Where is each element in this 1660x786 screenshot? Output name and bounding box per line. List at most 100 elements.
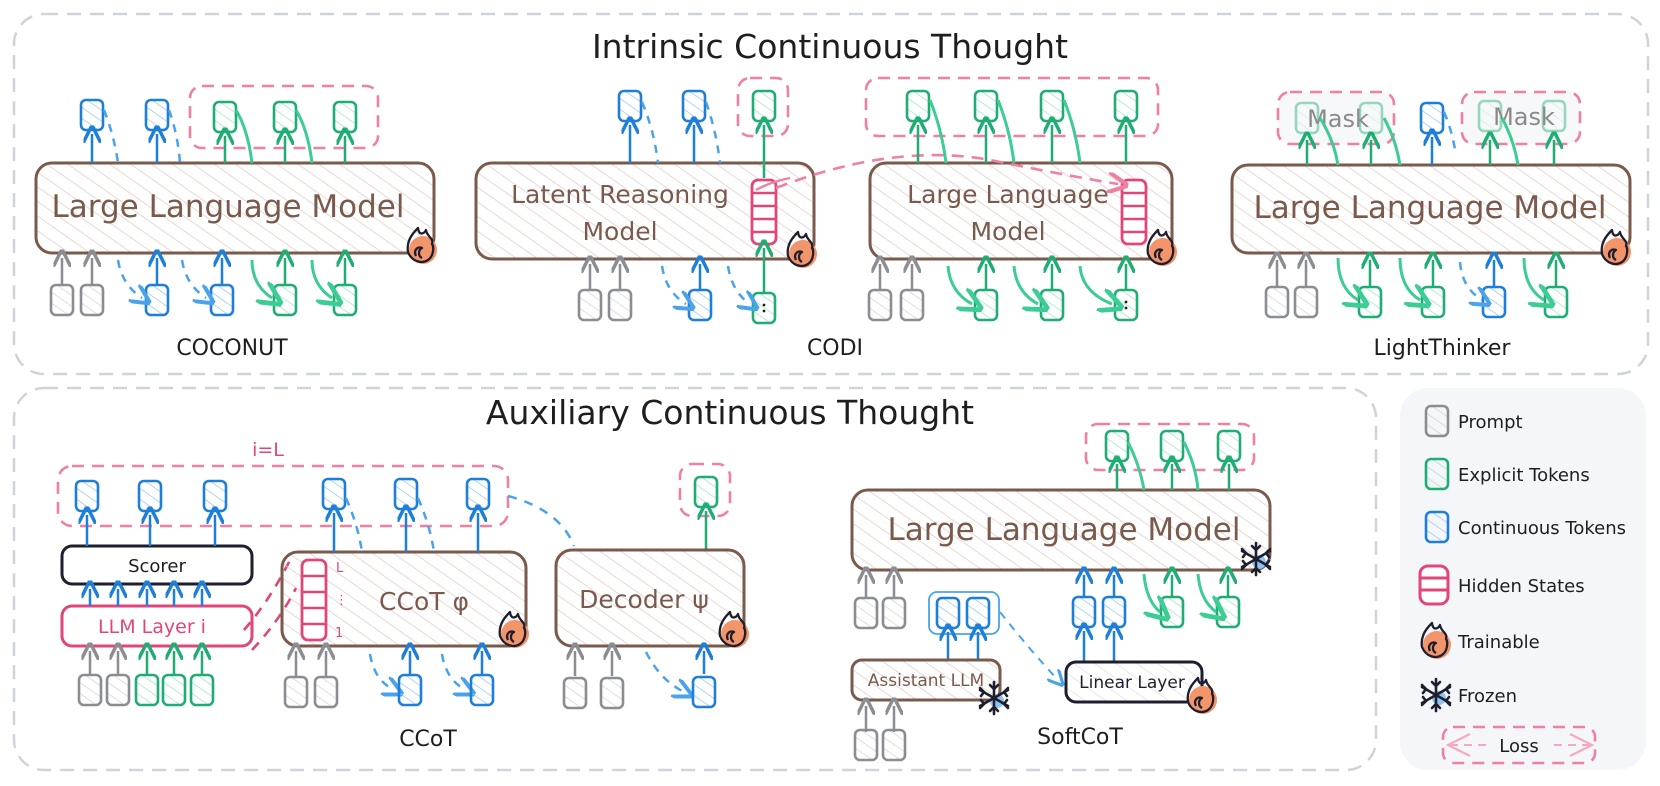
prompt-token [899, 288, 925, 322]
assistant-llm-box [850, 658, 1002, 702]
hidden-states-icon [1120, 178, 1148, 246]
llm-layer-label: LLM Layer i [98, 616, 206, 638]
continuous-token [74, 479, 100, 513]
layer-index-label: i=L [252, 439, 284, 461]
hidden-index-mid: ⋮ [335, 593, 348, 608]
continuous-token [144, 283, 170, 317]
codi-teacher-model-label: Model [582, 217, 657, 246]
explicit-token [1159, 595, 1185, 629]
continuous-token [1481, 285, 1507, 319]
continuous-token [687, 288, 713, 322]
decoder-model-box [554, 548, 746, 648]
coconut-diagram: Large Language Model [34, 84, 439, 361]
svg-text:Hidden States: Hidden States [1458, 576, 1585, 597]
mask-label: Mask [1493, 103, 1555, 131]
ccot-diagram: i=L Scorer LLM Layer i [56, 439, 751, 752]
legend-item-hidden-states: Hidden States [1418, 564, 1585, 606]
prompt-token [1264, 285, 1290, 319]
continuous-token [1101, 595, 1127, 629]
softcot-caption: SoftCoT [1037, 725, 1123, 750]
coconut-caption: COCONUT [176, 336, 288, 361]
hidden-index-bottom: 1 [335, 626, 343, 641]
codi-teacher-model-box [474, 161, 816, 261]
codi-student-loss-box [864, 76, 1160, 138]
hidden-index-top: L [336, 561, 344, 576]
codi-teacher-model-label: Latent Reasoning [511, 180, 729, 209]
llm-layer-box [60, 604, 254, 648]
continuous-token [79, 98, 105, 132]
hidden-states-icon [750, 178, 778, 246]
explicit-token-icon [1424, 457, 1450, 491]
loss-label: Loss [1499, 736, 1538, 757]
explicit-token [1420, 285, 1446, 319]
prompt-token-icon [1424, 404, 1450, 438]
explicit-token [272, 100, 298, 134]
assistant-output-group [928, 591, 1000, 635]
prompt-token [49, 283, 75, 317]
continuous-token [137, 479, 163, 513]
continuous-token [617, 89, 643, 123]
auxiliary-section-frame [12, 386, 1378, 772]
svg-text:Continuous Tokens: Continuous Tokens [1458, 518, 1626, 539]
prompt-token [313, 675, 339, 709]
explicit-token [1159, 429, 1185, 463]
legend-item-continuous-tokens: Continuous Tokens [1424, 510, 1626, 544]
coconut-llm-box [34, 161, 436, 255]
explicit-token [751, 89, 777, 123]
continuous-token [691, 675, 717, 709]
codi-student-model-label: Large Language [907, 180, 1109, 209]
fire-icon [1186, 676, 1219, 716]
continuous-token [321, 477, 347, 511]
explicit-token [1216, 429, 1242, 463]
legend-panel [1400, 388, 1646, 770]
scorer-label: Scorer [128, 556, 186, 577]
svg-text:Prompt: Prompt [1458, 412, 1523, 433]
mask-label: Mask [1307, 105, 1369, 133]
continuous-token [209, 283, 235, 317]
continuous-token-icon [1424, 510, 1450, 544]
continuous-token [202, 479, 228, 513]
svg-text:Frozen: Frozen [1458, 686, 1517, 707]
ccot-model-label: CCoT φ [379, 587, 469, 616]
codi-diagram: Latent Reasoning Model Large Language Mo… [474, 76, 1179, 361]
explicit-token [693, 475, 719, 509]
explicit-token [1215, 595, 1241, 629]
continuous-token [469, 673, 495, 707]
legend-item-explicit-tokens: Explicit Tokens [1424, 457, 1590, 491]
assistant-llm-label: Assistant LLM [868, 671, 984, 691]
softcot-llm-label: Large Language Model [888, 512, 1241, 548]
ccot-loss-box [56, 464, 510, 528]
continuous-token [397, 673, 423, 707]
prompt-token [77, 673, 103, 707]
codi-student-model-box [868, 161, 1174, 261]
hidden-states-icon [1418, 564, 1450, 606]
continuous-token [1071, 595, 1097, 629]
continuous-token [393, 477, 419, 511]
explicit-token [751, 291, 777, 325]
lightthinker-caption: LightThinker [1374, 336, 1512, 361]
hidden-states-icon [300, 558, 328, 642]
svg-text:Trainable: Trainable [1457, 632, 1540, 653]
continuous-token [681, 89, 707, 123]
explicit-token [1543, 285, 1569, 319]
lightthinker-llm-label: Large Language Model [1254, 190, 1607, 226]
prompt-token [1293, 285, 1319, 319]
svg-text:Explicit Tokens: Explicit Tokens [1458, 465, 1590, 486]
explicit-token [1039, 288, 1065, 322]
codi-student-model-label: Model [970, 217, 1045, 246]
auxiliary-section-title: Auxiliary Continuous Thought [486, 393, 974, 432]
prompt-token [881, 728, 907, 762]
continuous-token [965, 596, 991, 630]
explicit-token [973, 288, 999, 322]
prompt-token [577, 288, 603, 322]
prompt-token [79, 283, 105, 317]
prompt-token [599, 676, 625, 710]
legend-item-frozen: Frozen [1420, 677, 1517, 713]
legend-item-prompt: Prompt [1424, 404, 1523, 438]
explicit-token [1113, 288, 1139, 322]
explicit-token [272, 283, 298, 317]
lightthinker-diagram: Mask Mask Large Language Model [1230, 90, 1633, 361]
explicit-token [332, 283, 358, 317]
prompt-token [867, 288, 893, 322]
intrinsic-section-title: Intrinsic Continuous Thought [592, 27, 1068, 66]
